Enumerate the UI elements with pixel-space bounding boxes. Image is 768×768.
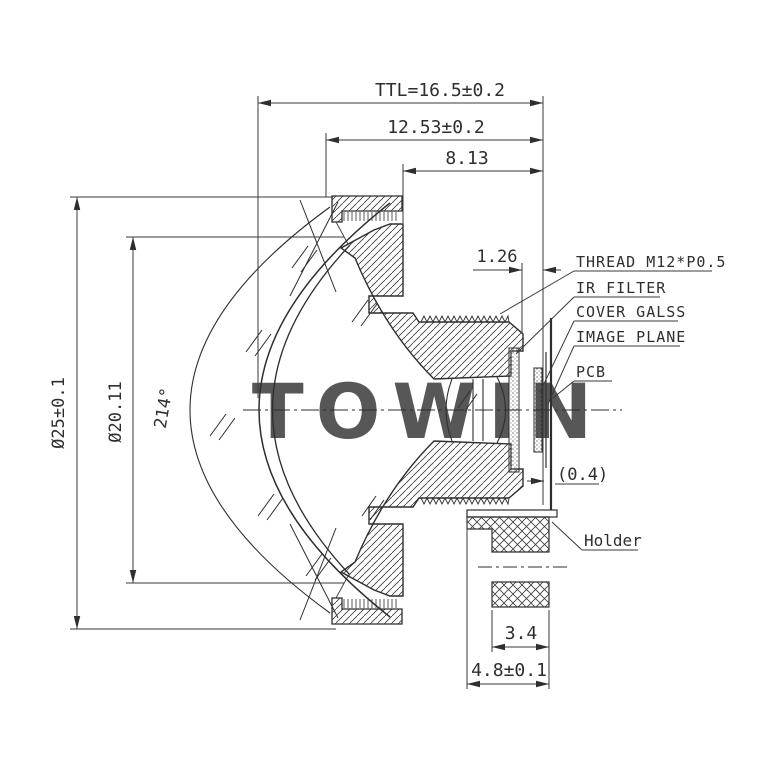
ring-knurl bbox=[335, 212, 397, 608]
cover-glass-part bbox=[533, 367, 543, 453]
holder-part bbox=[466, 509, 570, 608]
thread-leader bbox=[499, 270, 575, 315]
ir-filter-part bbox=[508, 347, 520, 473]
label-image-plane: IMAGE PLANE bbox=[576, 328, 686, 346]
barrel-section-top bbox=[339, 223, 524, 380]
dome-inner-surface bbox=[272, 244, 351, 576]
retaining-ring-bottom bbox=[331, 597, 403, 625]
label-ir-filter: IR FILTER bbox=[576, 279, 666, 297]
label-pcb: PCB bbox=[576, 363, 606, 381]
cover-glass-leader bbox=[539, 320, 575, 393]
label-cover-glass: COVER GALSS bbox=[576, 303, 686, 321]
dim-barrel-length: 12.53±0.2 bbox=[387, 117, 485, 138]
glass-shine-marks bbox=[209, 245, 478, 581]
edge-rays bbox=[289, 199, 339, 621]
thread-serrations bbox=[420, 314, 510, 506]
fov-arc bbox=[189, 206, 331, 614]
dim-holder-depth: 4.8±0.1 bbox=[471, 660, 547, 681]
dim-rear-gap: 1.26 bbox=[477, 247, 518, 267]
dim-front-to-image: 8.13 bbox=[445, 148, 488, 169]
dim-field-of-view: 214° bbox=[151, 386, 178, 430]
holder-leader bbox=[551, 521, 583, 551]
dim-ttl: TTL=16.5±0.2 bbox=[375, 80, 505, 101]
ir-filter-leader bbox=[515, 296, 575, 355]
callout-labels: THREAD M12*P0.5 IR FILTER COVER GALSS IM… bbox=[499, 253, 726, 551]
pcb-leader bbox=[552, 380, 575, 399]
dim-sensor-gap: (0.4) bbox=[557, 465, 608, 485]
label-thread: THREAD M12*P0.5 bbox=[576, 253, 726, 271]
barrel-section-bottom bbox=[339, 440, 524, 597]
dim-lens-diameter: Ø20.11 bbox=[106, 381, 126, 442]
label-holder: Holder bbox=[584, 531, 642, 550]
rear-lens-group bbox=[445, 376, 506, 444]
dim-outer-diameter: Ø25±0.1 bbox=[49, 377, 69, 449]
dome-outer-surface bbox=[258, 202, 391, 618]
dim-holder-bore: 3.4 bbox=[505, 623, 538, 644]
dimension-lines bbox=[70, 96, 561, 689]
retaining-ring-top bbox=[331, 195, 403, 223]
image-plane-leader bbox=[547, 345, 575, 405]
watermark-text: TOWIN bbox=[252, 367, 604, 456]
